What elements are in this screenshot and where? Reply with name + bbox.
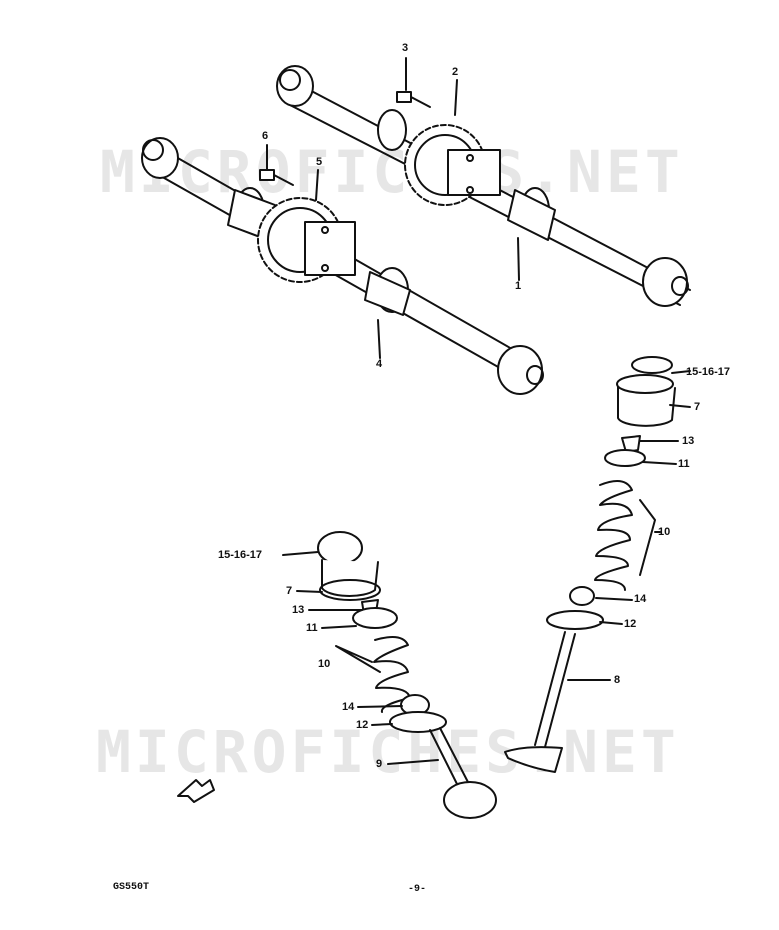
label-6: 6 bbox=[262, 130, 269, 142]
camshaft-exhaust bbox=[276, 65, 691, 307]
label-right-12: 12 bbox=[624, 618, 637, 630]
sprocket-bolt-3 bbox=[396, 91, 431, 108]
label-left-15-16-17: 15-16-17 bbox=[218, 549, 263, 561]
label-left-7: 7 bbox=[286, 585, 293, 597]
label-right-7: 7 bbox=[694, 401, 701, 413]
footer-page-number: -9- bbox=[408, 884, 427, 895]
label-right-13: 13 bbox=[682, 435, 695, 447]
valve-assembly-right bbox=[504, 356, 676, 773]
valve-assembly-left bbox=[317, 531, 497, 819]
label-left-14: 14 bbox=[342, 701, 355, 713]
label-3: 3 bbox=[402, 42, 409, 54]
label-5: 5 bbox=[316, 156, 323, 168]
sprocket-bolt-6 bbox=[259, 169, 294, 186]
label-4: 4 bbox=[376, 358, 383, 370]
label-left-9: 9 bbox=[376, 758, 383, 770]
camshaft-intake bbox=[141, 137, 544, 395]
label-left-11: 11 bbox=[306, 622, 318, 634]
front-arrow-icon bbox=[177, 779, 215, 803]
watermark-bottom: MICROFICHES.NET bbox=[96, 718, 680, 786]
label-right-15-16-17: 15-16-17 bbox=[686, 366, 731, 378]
label-left-10: 10 bbox=[318, 658, 331, 670]
label-right-11: 11 bbox=[678, 458, 690, 470]
label-1: 1 bbox=[515, 280, 522, 292]
label-right-14: 14 bbox=[634, 593, 647, 605]
footer-model-code: GS550T bbox=[113, 882, 150, 893]
label-left-12: 12 bbox=[356, 719, 369, 731]
label-right-8: 8 bbox=[614, 674, 621, 686]
label-2: 2 bbox=[452, 66, 459, 78]
label-left-13: 13 bbox=[292, 604, 305, 616]
label-right-10: 10 bbox=[658, 526, 671, 538]
